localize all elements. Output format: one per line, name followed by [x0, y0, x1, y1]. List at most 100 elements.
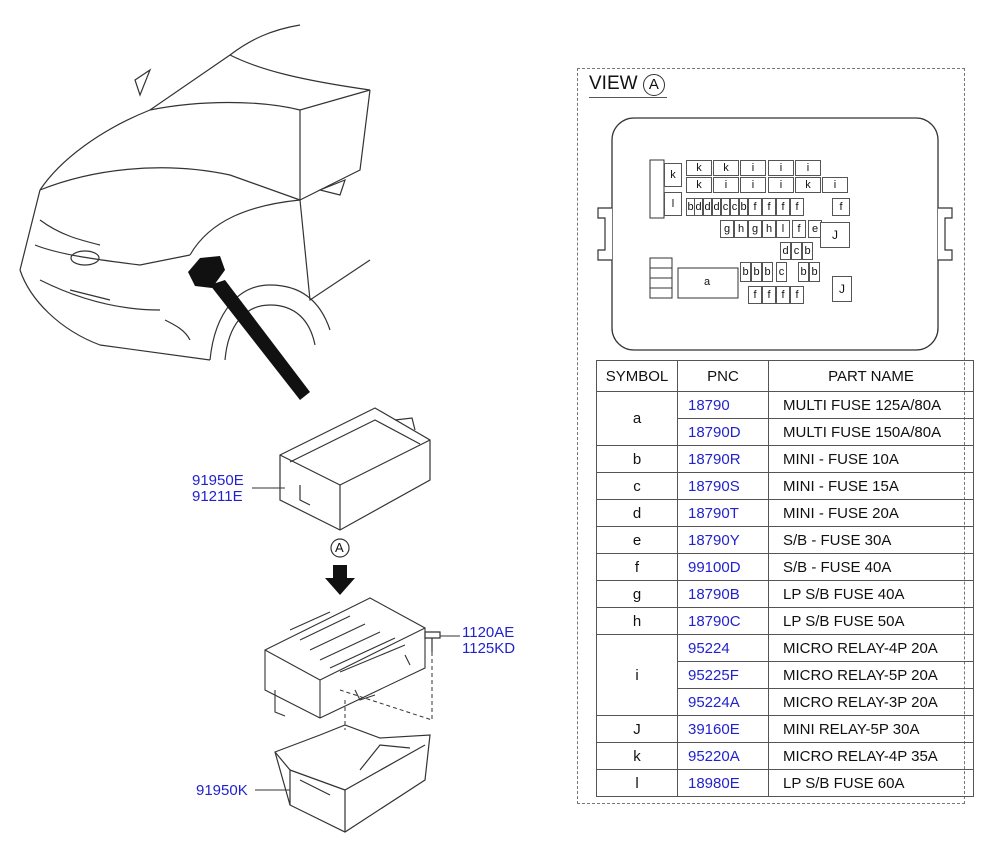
symbol-cell: i	[596, 634, 678, 716]
fuse-cell: b	[802, 242, 813, 260]
fuse-cell: k	[713, 160, 739, 176]
pnc-link[interactable]: 18790Y	[677, 526, 769, 554]
cell-a: a	[703, 276, 711, 288]
fuse-cell: c	[776, 262, 787, 282]
fuse-cell: f	[790, 198, 804, 216]
fuse-cell: b	[798, 262, 809, 282]
callout-91950K[interactable]: 91950K	[196, 782, 248, 799]
fuse-cell: b	[809, 262, 820, 282]
fuse-cell: f	[776, 286, 790, 304]
symbol-cell: f	[596, 553, 678, 581]
part-name-cell: MULTI FUSE 125A/80A	[768, 391, 974, 419]
symbol-cell: b	[596, 445, 678, 473]
fuse-cell: f	[762, 198, 776, 216]
symbol-cell: l	[596, 769, 678, 797]
fuse-cell: i	[795, 160, 821, 176]
fuse-cell: g	[720, 220, 734, 238]
pnc-link[interactable]: 18980E	[677, 769, 769, 797]
part-name-cell: LP S/B FUSE 50A	[768, 607, 974, 635]
fuse-cell: l	[776, 220, 790, 238]
fuse-cell: f	[776, 198, 790, 216]
symbol-cell: d	[596, 499, 678, 527]
pnc-link[interactable]: 18790D	[677, 418, 769, 446]
symbol-cell: a	[596, 391, 678, 446]
symbol-cell: g	[596, 580, 678, 608]
fuse-cell: d	[712, 198, 721, 216]
fuse-cell: h	[762, 220, 776, 238]
fuse-cell: i	[740, 160, 766, 176]
fuse-cell: d	[694, 198, 703, 216]
callout-91950E[interactable]: 91950E	[192, 472, 244, 489]
lower-cover-drawing	[274, 724, 431, 833]
pnc-link[interactable]: 95225F	[677, 661, 769, 689]
view-title: VIEW A	[589, 73, 665, 96]
callout-1120AE[interactable]: 1120AE	[462, 624, 515, 641]
fusebox-location-marker	[188, 256, 225, 288]
view-title-underline	[589, 97, 667, 98]
fuse-cell: f	[748, 198, 762, 216]
pnc-link[interactable]: 18790T	[677, 499, 769, 527]
fuse-cell: i	[768, 177, 794, 193]
part-name-cell: S/B - FUSE 40A	[768, 553, 974, 581]
fuse-cell: k	[795, 177, 821, 193]
bolt-dashed-guide	[339, 652, 433, 721]
down-arrow-icon	[325, 565, 355, 595]
fuse-cell: k	[686, 160, 712, 176]
part-name-cell: MICRO RELAY-4P 20A	[768, 634, 974, 662]
fuse-cell: b	[762, 262, 773, 282]
view-a-marker-circle	[330, 538, 350, 558]
symbol-cell: J	[596, 715, 678, 743]
pnc-link[interactable]: 99100D	[677, 553, 769, 581]
part-name-cell: LP S/B FUSE 40A	[768, 580, 974, 608]
pnc-link[interactable]: 18790B	[677, 580, 769, 608]
cell-j1: J	[820, 222, 850, 248]
callout-1125KD[interactable]: 1125KD	[462, 640, 516, 657]
fusebox-body-drawing	[264, 597, 426, 719]
bolt-icon	[424, 631, 441, 652]
pnc-link[interactable]: 18790S	[677, 472, 769, 500]
callout-91211E[interactable]: 91211E	[192, 488, 243, 505]
symbol-cell: e	[596, 526, 678, 554]
fuse-cell: b	[751, 262, 762, 282]
pnc-link[interactable]: 95220A	[677, 742, 769, 770]
cell-left-k: k	[664, 163, 682, 187]
location-leader	[210, 280, 310, 400]
pnc-link[interactable]: 39160E	[677, 715, 769, 743]
cell-j2: J	[832, 276, 852, 302]
fuse-cell: c	[730, 198, 739, 216]
fuse-cell: c	[791, 242, 802, 260]
fuse-cell: d	[703, 198, 712, 216]
header-symbol: SYMBOL	[596, 360, 678, 392]
part-name-cell: MINI - FUSE 10A	[768, 445, 974, 473]
symbol-cell: c	[596, 472, 678, 500]
part-name-cell: MINI - FUSE 20A	[768, 499, 974, 527]
fuse-cell: h	[734, 220, 748, 238]
part-name-cell: MULTI FUSE 150A/80A	[768, 418, 974, 446]
pnc-link[interactable]: 18790	[677, 391, 769, 419]
table-header-row: SYMBOL PNC PART NAME	[596, 360, 974, 392]
pnc-link[interactable]: 18790R	[677, 445, 769, 473]
part-name-cell: S/B - FUSE 30A	[768, 526, 974, 554]
part-name-cell: MICRO RELAY-4P 35A	[768, 742, 974, 770]
fuse-cell: g	[748, 220, 762, 238]
pnc-link[interactable]: 18790C	[677, 607, 769, 635]
part-name-cell: MICRO RELAY-5P 20A	[768, 661, 974, 689]
fuse-cell: f	[762, 286, 776, 304]
fuse-cell: f	[748, 286, 762, 304]
pnc-link[interactable]: 95224A	[677, 688, 769, 716]
fuse-cell: i	[740, 177, 766, 193]
pnc-link[interactable]: 95224	[677, 634, 769, 662]
